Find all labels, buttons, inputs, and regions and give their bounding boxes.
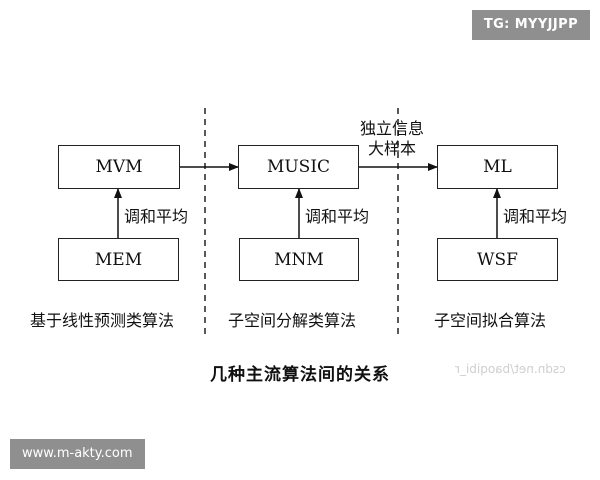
node-mem: MEM <box>58 238 179 281</box>
figure-caption: 几种主流算法间的关系 <box>210 365 390 385</box>
edge-label-wsf-ml: 调和平均 <box>503 207 568 226</box>
node-ml: ML <box>437 145 558 189</box>
edge-label-mnm-music: 调和平均 <box>305 207 370 226</box>
site-badge: www.m-akty.com <box>10 439 145 469</box>
node-mnm: MNM <box>239 238 359 281</box>
category-label-subspace-fitting: 子空间拟合算法 <box>434 311 547 330</box>
node-wsf: WSF <box>437 238 558 281</box>
category-label-subspace-decomposition: 子空间分解类算法 <box>228 311 357 330</box>
cross-edge-label-line1: 独立信息 <box>360 119 425 138</box>
tg-badge: TG: MYYJJPP <box>471 10 590 40</box>
watermark-text: csdn.net/baoqibi_r <box>455 362 566 376</box>
category-label-linear-prediction: 基于线性预测类算法 <box>30 311 175 330</box>
cross-edge-label-line2: 大样本 <box>368 139 417 158</box>
edge-label-mem-mvm: 调和平均 <box>124 207 189 226</box>
node-music: MUSIC <box>238 145 359 189</box>
node-mvm: MVM <box>58 145 180 189</box>
